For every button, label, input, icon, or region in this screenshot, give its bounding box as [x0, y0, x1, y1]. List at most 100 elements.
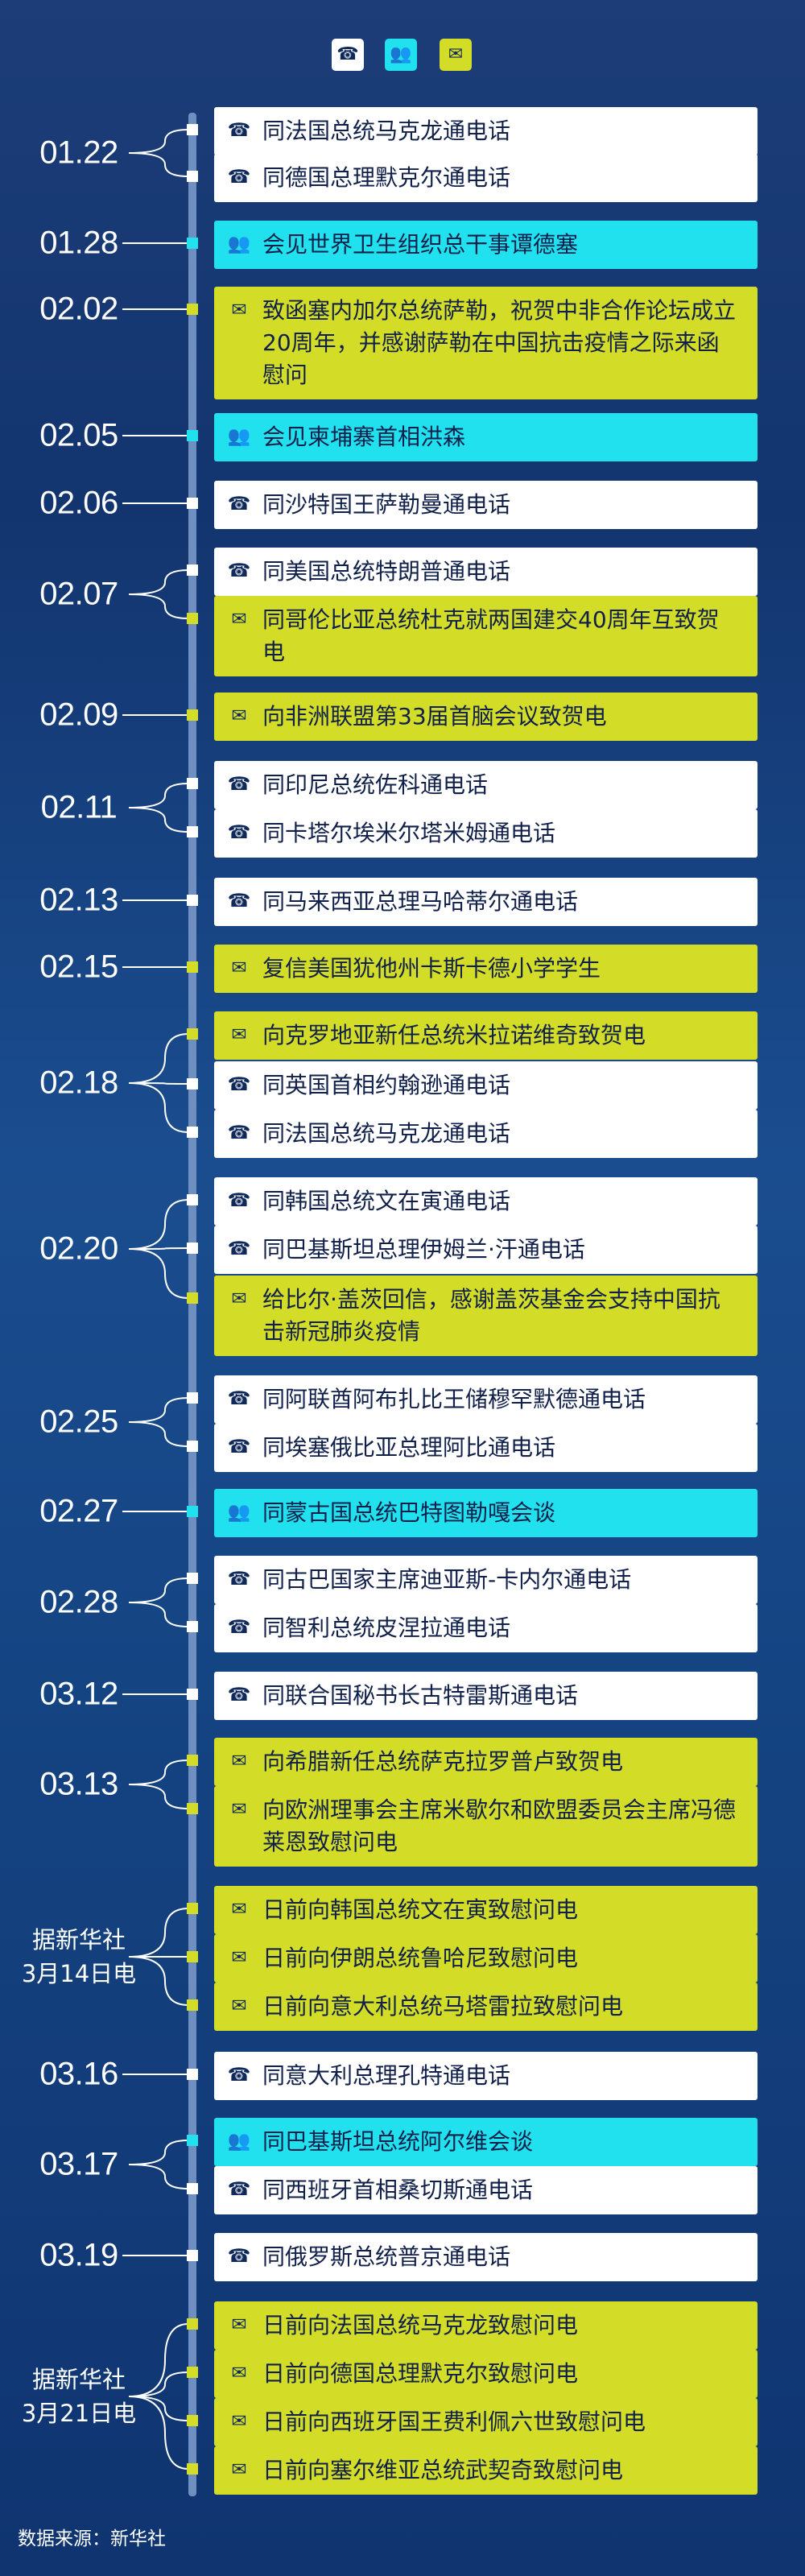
timeline-dot	[187, 1999, 198, 2011]
telephone-icon: ☎	[227, 2246, 251, 2267]
date-connector	[128, 1421, 189, 1447]
telephone-icon: ☎	[227, 167, 251, 188]
event-text: 同智利总统皮涅拉通电话	[262, 1615, 511, 1641]
timeline-dot	[187, 1078, 198, 1090]
event-text: 同沙特国王萨勒曼通电话	[262, 491, 511, 518]
date-connector	[128, 2140, 189, 2165]
event-item: ☎同古巴国家主席迪亚斯-卡内尔通电话	[214, 1556, 758, 1604]
event-item: 👥同巴基斯坦总统阿尔维会谈	[214, 2118, 758, 2166]
event-item: ☎ 同联合国秘书长古特雷斯通电话	[214, 1672, 758, 1720]
date-connector	[128, 152, 189, 177]
timeline-dot	[187, 709, 198, 721]
event-date: 03.13	[39, 1766, 118, 1802]
timeline-dot	[187, 2415, 198, 2426]
event-date: 02.27	[39, 1493, 118, 1529]
timeline-dot	[187, 2250, 198, 2261]
telephone-icon: ☎	[227, 1190, 251, 1211]
event-date: 03.17	[39, 2146, 118, 2182]
timeline-dot	[187, 124, 198, 135]
telephone-icon: ☎	[227, 1685, 251, 1706]
event-date: 02.02	[39, 291, 118, 327]
event-item: ☎同韩国总统文在寅通电话	[214, 1177, 758, 1226]
timeline-dot	[187, 1028, 198, 1040]
event-text: 向欧洲理事会主席米歇尔和欧盟委员会主席冯德莱恩致慰问电	[262, 1797, 737, 1855]
meeting-icon: 👥	[227, 1502, 251, 1523]
date-connector	[128, 1956, 189, 2006]
envelope-icon: ✉	[231, 2314, 247, 2335]
event-item: ☎同智利总统皮涅拉通电话	[214, 1604, 758, 1652]
event-item: ✉致函塞内加尔总统萨勒，祝贺中非合作论坛成立20周年，并感谢萨勒在中国抗击疫情之…	[214, 287, 758, 399]
timeline-dot	[187, 895, 198, 906]
event-item: ✉日前向法国总统马克龙致慰问电	[214, 2301, 758, 2350]
timeline-dot	[187, 613, 198, 624]
event-text: 同英国首相约翰逊通电话	[262, 1072, 511, 1098]
telephone-icon: ☎	[227, 1388, 251, 1409]
timeline-dot	[187, 1243, 198, 1254]
event-date: 02.20	[39, 1230, 118, 1267]
source-label: 数据来源：	[18, 2528, 110, 2549]
date-connector	[128, 1577, 189, 1603]
event-date: 01.22	[39, 134, 118, 171]
date-connector	[128, 2396, 189, 2421]
source-name: 新华社	[110, 2528, 166, 2549]
legend-meeting-icon: 👥	[385, 39, 417, 71]
date-connector	[128, 1759, 189, 1785]
event-text: 同阿联酋阿布扎比王储穆罕默德通电话	[262, 1386, 646, 1412]
event-date: 02.06	[39, 485, 118, 521]
event-text: 同俄罗斯总统普京通电话	[262, 2243, 511, 2270]
event-text: 同西班牙首相桑切斯通电话	[262, 2177, 534, 2203]
event-date: 02.07	[39, 576, 118, 612]
event-item: ✉ 给比尔·盖茨回信，感谢盖茨基金会支持中国抗击新冠肺炎疫情	[214, 1276, 758, 1356]
event-date: 01.28	[39, 225, 118, 261]
telephone-icon: ☎	[227, 2179, 251, 2200]
event-text: 同巴基斯坦总统阿尔维会谈	[262, 2128, 534, 2155]
event-item: ✉日前向韩国总统文在寅致慰问电	[214, 1886, 758, 1934]
event-text: 给比尔·盖茨回信，感谢盖茨基金会支持中国抗击新冠肺炎疫情	[262, 1286, 720, 1345]
timeline-dot	[187, 171, 198, 182]
event-text: 会见世界卫生组织总干事谭德塞	[262, 231, 579, 258]
timeline-dot	[187, 826, 198, 837]
envelope-icon: ✉	[231, 2363, 247, 2384]
timeline-dot	[187, 2463, 198, 2475]
timeline-dot	[187, 1621, 198, 1632]
event-text: 同古巴国家主席迪亚斯-卡内尔通电话	[262, 1566, 632, 1593]
event-item: ☎同印尼总统佐科通电话	[214, 761, 758, 809]
envelope-icon: ✉	[231, 1947, 247, 1968]
timeline-dot	[187, 1127, 198, 1138]
event-item: ☎ 同俄罗斯总统普京通电话	[214, 2233, 758, 2281]
telephone-icon: ☎	[227, 494, 251, 515]
timeline-dot	[187, 1573, 198, 1584]
timeline-axis	[188, 113, 196, 2496]
envelope-icon: ✉	[231, 705, 247, 726]
timeline-dot	[187, 1689, 198, 1700]
envelope-icon: ✉	[231, 1024, 247, 1045]
envelope-icon: ✉	[231, 1288, 247, 1309]
event-text: 日前向西班牙国王费利佩六世致慰问电	[262, 2409, 646, 2435]
event-text: 日前向德国总理默克尔致慰问电	[262, 2360, 579, 2387]
event-date: 据新华社 3月14日电	[21, 1926, 137, 1987]
event-text: 日前向伊朗总统鲁哈尼致慰问电	[262, 1945, 579, 1971]
event-item: ✉向非洲联盟第33届首脑会议致贺电	[214, 693, 758, 741]
event-text: 同马来西亚总理马哈蒂尔通电话	[262, 888, 579, 915]
telephone-icon: ☎	[227, 1123, 251, 1143]
date-connector	[128, 1908, 189, 1958]
event-text: 向希腊新任总统萨克拉罗普卢致贺电	[262, 1748, 624, 1775]
timeline-dot	[187, 2069, 198, 2080]
event-text: 同联合国秘书长古特雷斯通电话	[262, 1682, 579, 1709]
event-item: ☎同英国首相约翰逊通电话	[214, 1061, 758, 1110]
event-date: 03.19	[39, 2237, 118, 2273]
event-item: ✉向希腊新任总统萨克拉罗普卢致贺电	[214, 1738, 758, 1786]
timeline-dot	[187, 1194, 198, 1205]
event-item: ☎同法国总统马克龙通电话	[214, 1110, 758, 1158]
timeline-dot	[187, 2183, 198, 2194]
date-connector	[128, 569, 189, 595]
event-text: 致函塞内加尔总统萨勒，祝贺中非合作论坛成立20周年，并感谢萨勒在中国抗击疫情之际…	[262, 297, 737, 388]
event-text: 同哥伦比亚总统杜克就两国建交40周年互致贺电	[262, 606, 720, 665]
envelope-icon: ✉	[231, 957, 247, 978]
envelope-icon: ✉	[231, 2411, 247, 2432]
timeline-dot	[187, 1803, 198, 1814]
event-item: 👥会见世界卫生组织总干事谭德塞	[214, 221, 758, 269]
timeline-dot	[187, 2367, 198, 2378]
event-item: ☎同意大利总理孔特通电话	[214, 2052, 758, 2100]
